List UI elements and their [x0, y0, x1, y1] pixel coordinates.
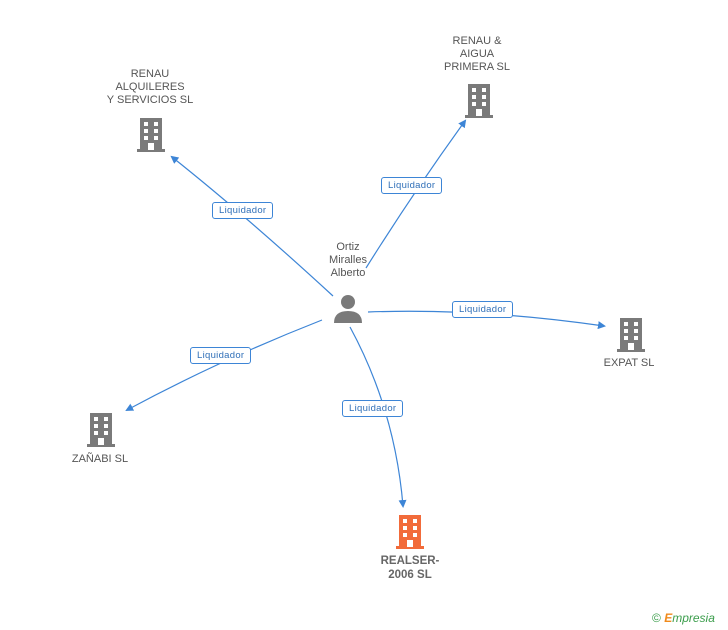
person-icon[interactable]	[333, 294, 363, 324]
building-icon[interactable]	[137, 118, 165, 152]
building-icon[interactable]	[465, 84, 493, 118]
edge-label-expat[interactable]: Liquidador	[452, 301, 514, 318]
company-name-renau-alquileres[interactable]: RENAU ALQUILERES Y SERVICIOS SL	[106, 68, 194, 106]
copyright-symbol: ©	[652, 611, 661, 625]
edge-zanabi	[125, 319, 323, 411]
building-icon[interactable]	[396, 515, 424, 549]
brand-initial: E	[664, 611, 673, 625]
edge-renau-alquileres	[170, 155, 334, 297]
company-name-zanabi[interactable]: ZAÑABI SL	[71, 453, 129, 465]
edge-label-renau-alquileres[interactable]: Liquidador	[212, 202, 274, 219]
building-icon[interactable]	[87, 413, 115, 447]
edge-label-realser[interactable]: Liquidador	[342, 400, 404, 417]
company-name-realser[interactable]: REALSER- 2006 SL	[380, 555, 440, 581]
copyright-notice: © Empresia	[652, 611, 715, 625]
company-name-renau-aigua[interactable]: RENAU & AIGUA PRIMERA SL	[443, 35, 511, 73]
brand-name: mpresia	[672, 611, 715, 625]
company-name-expat[interactable]: EXPAT SL	[603, 357, 655, 369]
edge-label-zanabi[interactable]: Liquidador	[190, 347, 252, 364]
building-icon[interactable]	[617, 318, 645, 352]
person-name[interactable]: Ortiz Miralles Alberto	[329, 241, 367, 279]
edge-label-renau-aigua[interactable]: Liquidador	[381, 177, 443, 194]
